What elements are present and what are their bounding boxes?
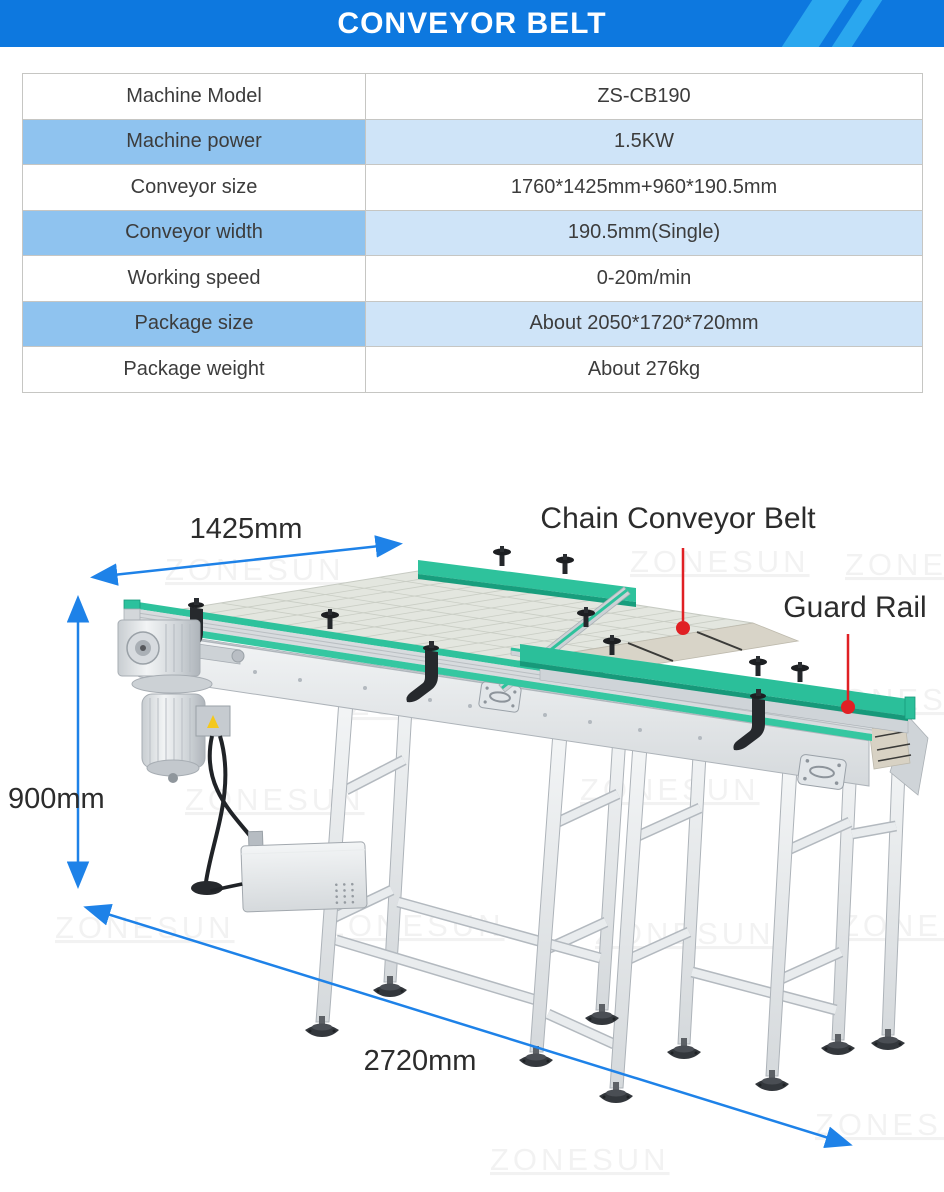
table-row: Working speed 0-20m/min [23,256,922,302]
callout-annotations: Chain Conveyor Belt Guard Rail [540,502,927,714]
plate-grid [166,574,727,665]
watermark-text: ZONESUN [630,544,810,579]
spec-value: 1.5KW [366,119,922,164]
spec-table: Machine Model ZS-CB190 Machine power 1.5… [22,73,923,393]
length-dimension-label: 2720mm [364,1045,477,1077]
spec-label: Conveyor size [23,165,366,210]
conveyor-beam [127,627,870,790]
back-guard-rail [418,546,636,607]
spec-label: Machine power [23,119,366,164]
table-row: Package size About 2050*1720*720mm [23,301,922,347]
spec-label: Package size [23,301,366,346]
table-row: Conveyor size 1760*1425mm+960*190.5mm [23,165,922,211]
spec-value: About 276kg [587,357,701,380]
control-box [209,830,368,913]
guard-callout-label: Guard Rail [783,591,926,624]
spec-value: About 2050*1720*720mm [366,301,922,346]
spec-label: Conveyor width [23,210,366,255]
spec-value: 190.5mm(Single) [366,210,922,255]
watermark-text: ZONESUN [845,547,944,582]
conveyor-diagram: ZONESUN ZONESUN ZONESUN ZONESUN ZONESUN … [8,502,944,1177]
spec-value: 0-20m/min [596,266,692,289]
watermark-text: ZONESUN [815,1107,944,1142]
gear-motor [117,619,260,895]
spec-value: 1760*1425mm+960*190.5mm [510,175,778,198]
table-row: Package weight About 276kg [23,347,922,392]
dimension-annotations: 1425mm 900mm 2720mm [8,513,853,1149]
elevated-guard-rail [520,635,916,734]
height-dimension-label: 900mm [8,783,105,815]
width-dimension-label: 1425mm [190,513,303,545]
watermark-text: ZONESUN [165,552,345,587]
chain-callout-label: Chain Conveyor Belt [540,502,816,535]
spec-value: ZS-CB190 [597,84,691,107]
length-dimension-arrow [83,903,853,1149]
spec-label: Package weight [23,347,366,392]
vent-holes [334,882,355,905]
width-dimension-arrow [90,535,403,586]
power-cable [204,735,228,883]
page-title: CONVEYOR BELT [337,7,607,40]
watermark-text: ZONESUN [490,1142,670,1177]
hinge-plate [797,754,847,790]
watermark-text: ZONESUN [55,910,235,945]
table-row: Conveyor width 190.5mm(Single) [23,210,922,256]
conveyor-machine [117,546,929,1103]
table-row: Machine power 1.5KW [23,119,922,165]
table-row: Machine Model ZS-CB190 [23,74,922,120]
chain-callout-dot [676,621,690,635]
spec-label: Machine Model [23,74,366,119]
guard-callout-dot [841,700,855,714]
warning-triangle-icon [207,715,219,728]
header-banner: CONVEYOR BELT [0,0,944,47]
spec-label: Working speed [23,256,366,301]
